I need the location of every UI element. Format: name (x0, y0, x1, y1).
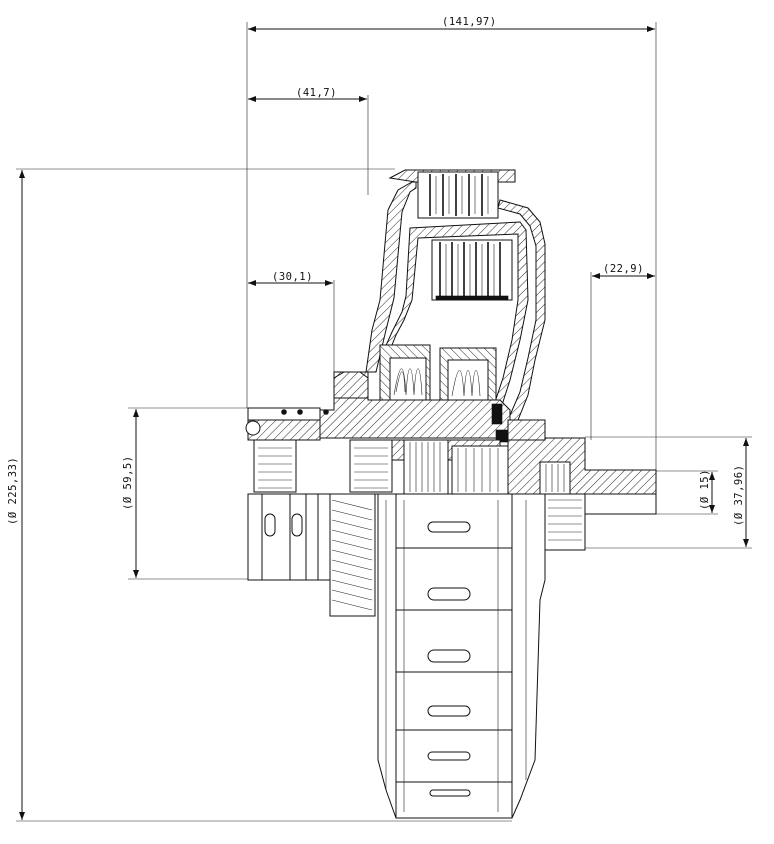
dim-length-a: (41,7) (296, 87, 337, 99)
dim-shaft-diameter: (Ø 15) (699, 469, 711, 510)
dim-inner-diameter: (Ø 59,5) (122, 455, 134, 510)
exterior-view (247, 493, 657, 819)
needle-bearings (253, 439, 571, 495)
section-view (245, 169, 657, 495)
dim-outer-diameter: (Ø 225,33) (7, 457, 19, 525)
dim-length-b: (30,1) (272, 271, 313, 283)
dim-shaft-length: (22,9) (603, 263, 644, 275)
dim-hub-diameter: (Ø 37,96) (733, 465, 745, 526)
dimension-lines (16, 22, 752, 822)
dim-overall-length: (141,97) (442, 16, 497, 28)
